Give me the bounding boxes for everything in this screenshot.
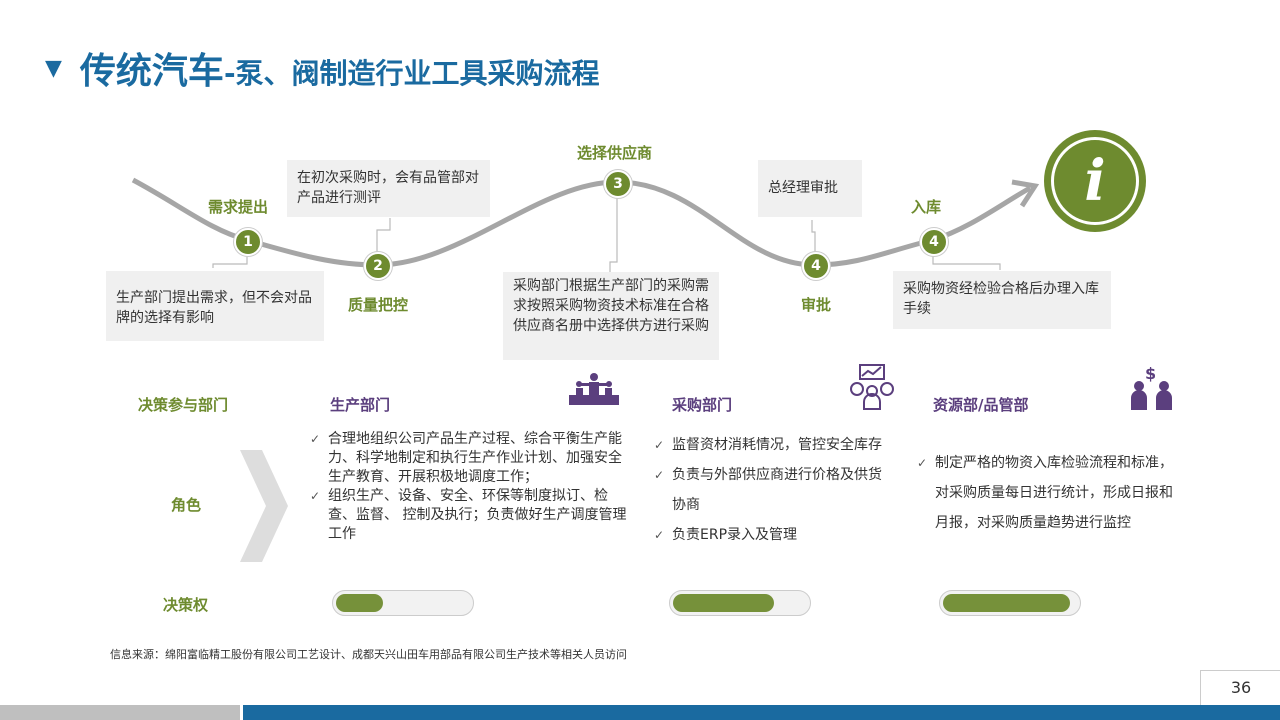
step-desc: 在初次采购时，会有品管部对产品进行测评	[287, 160, 490, 217]
business-people-dollar-icon: $	[1131, 364, 1172, 410]
step-desc: 总经理审批	[758, 160, 862, 217]
footer-bar-gray	[0, 705, 240, 720]
role-item: 制定严格的物资入库检验流程和标准，对采购质量每日进行统计，形成日报和月报，对采购…	[917, 448, 1179, 538]
svg-text:$: $	[1145, 364, 1156, 383]
page-title: ▼传统汽车-泵、阀制造行业工具采购流程	[45, 51, 600, 92]
role-item: 监督资材消耗情况，管控安全库存	[654, 430, 884, 460]
power-bar	[669, 590, 811, 616]
row-label-power: 决策权	[163, 596, 209, 614]
row-label-dept: 决策参与部门	[138, 396, 229, 414]
step-label: 质量把控	[348, 296, 409, 314]
role-list: 合理地组织公司产品生产过程、综合平衡生产能力、科学地制定和执行生产作业计划、加强…	[310, 430, 630, 544]
step-label: 入库	[911, 198, 942, 216]
power-fill	[943, 594, 1071, 612]
step-number: 3	[604, 170, 632, 198]
source-note: 信息来源：绵阳富临精工股份有限公司工艺设计、成都天兴山田车用部品有限公司生产技术…	[110, 648, 627, 661]
step-number: 2	[364, 252, 392, 280]
step-number: 4	[802, 252, 830, 280]
dept-name: 采购部门	[672, 396, 733, 414]
role-item: 合理地组织公司产品生产过程、综合平衡生产能力、科学地制定和执行生产作业计划、加强…	[310, 430, 630, 487]
role-list: 监督资材消耗情况，管控安全库存 负责与外部供应商进行价格及供货协商 负责ERP录…	[654, 430, 884, 550]
step-desc: 生产部门提出需求，但不会对品牌的选择有影响	[106, 271, 324, 341]
chevron-right-icon	[240, 450, 288, 562]
row-label-role: 角色	[171, 496, 202, 514]
step-label: 选择供应商	[577, 144, 653, 162]
footer-bar-blue	[243, 705, 1280, 720]
power-fill	[336, 594, 383, 612]
role-item: 负责ERP录入及管理	[654, 520, 884, 550]
step-number: 1	[234, 228, 262, 256]
dept-name: 资源部/品管部	[933, 396, 1029, 414]
finance-analyst-icon	[850, 364, 894, 410]
info-icon: i	[1044, 130, 1146, 232]
power-bar	[332, 590, 474, 616]
role-list: 制定严格的物资入库检验流程和标准，对采购质量每日进行统计，形成日报和月报，对采购…	[917, 448, 1179, 538]
step-number: 4	[920, 228, 948, 256]
triangle-icon: ▼	[45, 56, 62, 81]
dept-name: 生产部门	[330, 396, 391, 414]
role-item: 负责与外部供应商进行价格及供货协商	[654, 460, 884, 520]
meeting-icon	[569, 373, 619, 405]
role-item: 组织生产、设备、安全、环保等制度拟订、检查、监督、 控制及执行；负责做好生产调度…	[310, 487, 630, 544]
power-bar	[939, 590, 1081, 616]
step-desc: 采购部门根据生产部门的采购需求按照采购物资技术标准在合格供应商名册中选择供方进行…	[503, 272, 719, 360]
step-label: 需求提出	[208, 198, 269, 216]
power-fill	[673, 594, 774, 612]
step-desc: 采购物资经检验合格后办理入库手续	[893, 271, 1111, 329]
step-label: 审批	[801, 296, 832, 314]
page-number: 36	[1200, 670, 1280, 705]
